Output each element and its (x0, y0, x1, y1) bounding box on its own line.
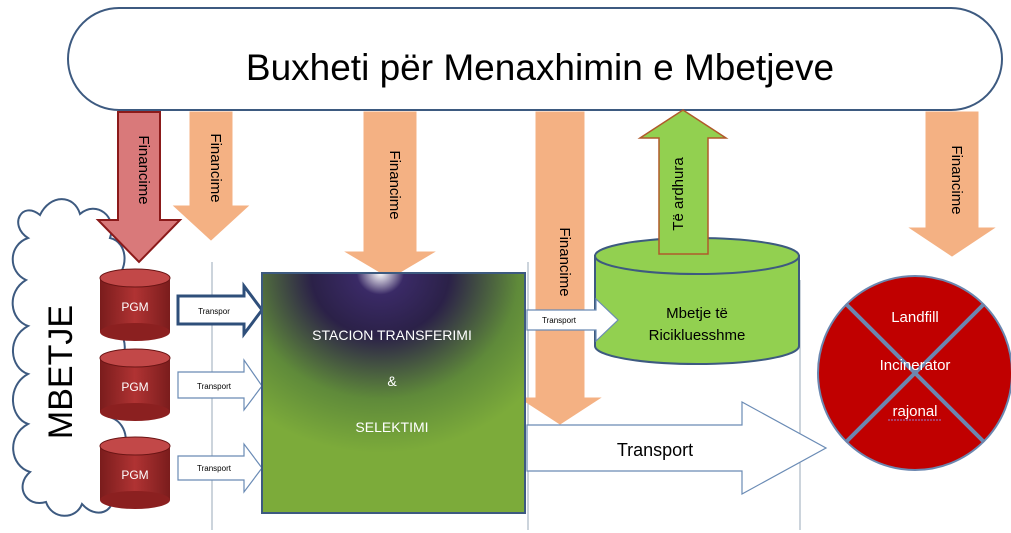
transport-arrow-small: Transport (177, 358, 263, 412)
transport-arrow-recycling: Transport (526, 297, 619, 343)
transfer-station: STACION TRANSFERIMI & SELEKTIMI (261, 272, 526, 514)
station-label-line3: SELEKTIMI (355, 419, 428, 435)
funding-arrow-transport: Financime (172, 111, 250, 241)
funding-arrow-label: Financime (386, 150, 403, 219)
transport-arrow-label: Transport (197, 464, 232, 473)
pgm-unit: PGM (99, 348, 171, 421)
funding-arrow-label: Financime (556, 227, 573, 296)
disposal-label-line2: Incinerator (880, 357, 951, 374)
funding-arrow-label: Financime (948, 145, 965, 214)
pgm-label: PGM (121, 380, 148, 394)
waste-cloud-label: MBETJE (42, 305, 80, 439)
transport-arrow-small: Transport (177, 442, 263, 494)
transport-arrow-label: Transport (197, 382, 232, 391)
income-arrow-label: Të ardhura (670, 157, 687, 231)
transport-arrow-label: Transport (617, 440, 693, 460)
disposal-label-line3: rajonal (892, 403, 937, 420)
budget-banner: Buxheti për Menaxhimin e Mbetjeve (67, 7, 1003, 111)
transport-arrow-main: Transport (526, 400, 828, 496)
funding-arrow-label: Financime (135, 135, 152, 204)
final-disposal: Landfill Incinerator rajonal (817, 275, 1011, 471)
transport-arrow-label: Transport (542, 316, 577, 325)
recyclables-cylinder: Mbetje të Ricikluesshme (594, 237, 800, 365)
pgm-label: PGM (121, 300, 148, 314)
income-arrow: Të ardhura (637, 109, 729, 255)
funding-arrow-disposal: Financime (908, 111, 996, 257)
funding-arrow-recycling-transport: Financime (518, 111, 602, 425)
station-label-line2: & (387, 373, 397, 389)
waste-cloud: MBETJE (11, 198, 127, 517)
funding-arrow-station: Financime (344, 111, 436, 279)
pgm-label: PGM (121, 468, 148, 482)
pgm-unit: PGM (99, 268, 171, 341)
recyclables-label-line1: Mbetje të (666, 305, 728, 322)
funding-arrow-pgm: Financime (95, 111, 183, 264)
transport-arrow-label: Transpor (198, 307, 230, 316)
transport-arrow-small: Transpor (176, 281, 264, 339)
disposal-label-line1: Landfill (891, 309, 939, 326)
station-label-line1: STACION TRANSFERIMI (312, 327, 472, 343)
pgm-unit: PGM (99, 436, 171, 509)
funding-arrow-label: Financime (207, 133, 224, 202)
recyclables-label-line2: Ricikluesshme (649, 327, 746, 344)
banner-title: Buxheti për Menaxhimin e Mbetjeve (246, 47, 834, 88)
